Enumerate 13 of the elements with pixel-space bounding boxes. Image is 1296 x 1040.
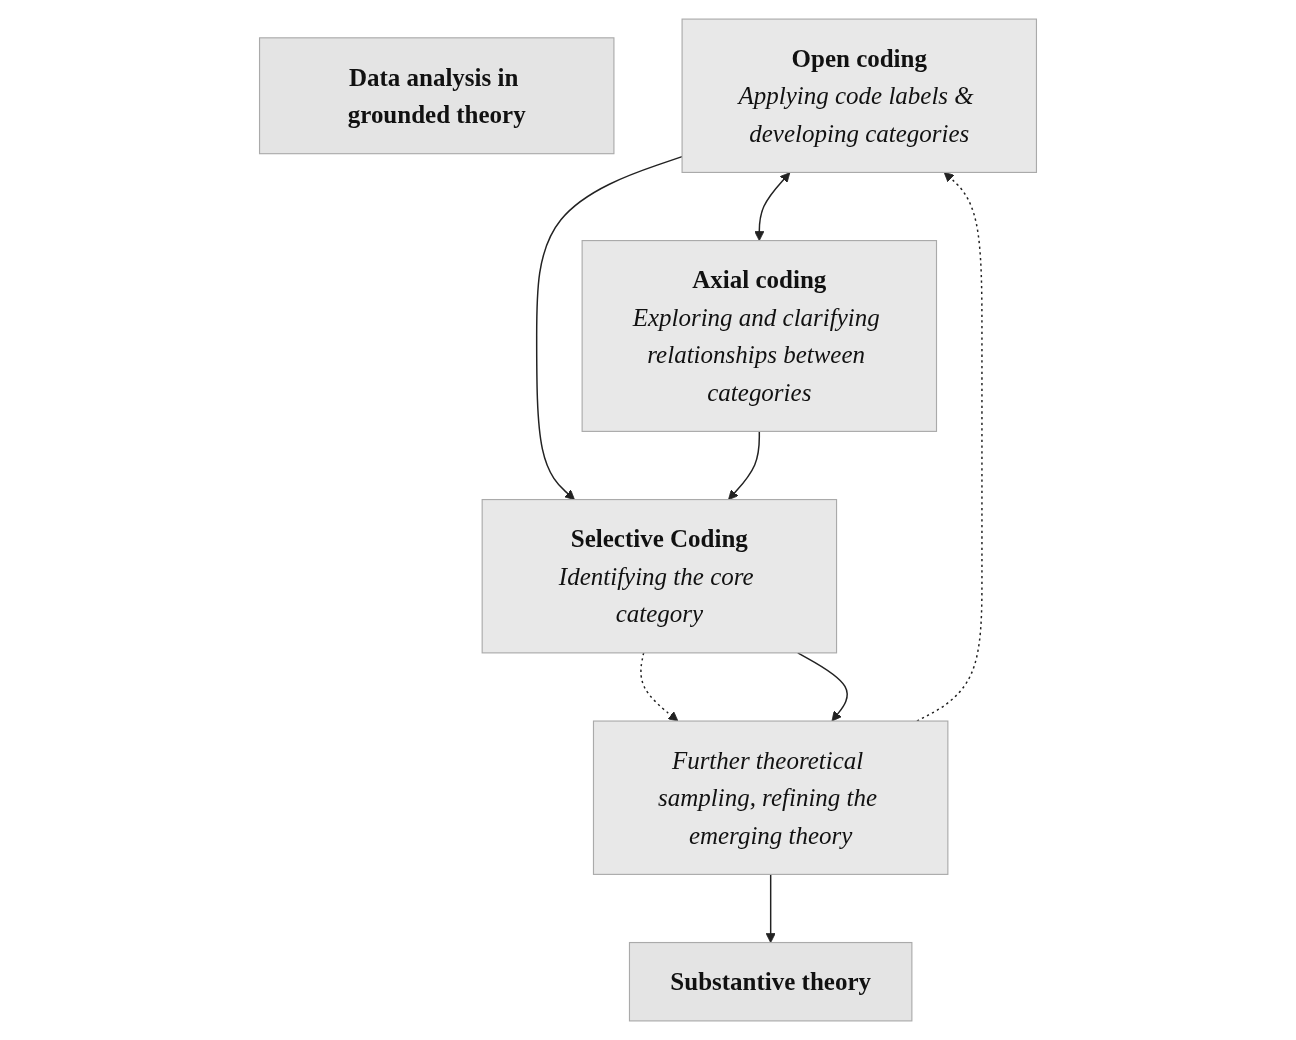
node-box: Further theoretical sampling, refining the emerging theory	[592, 720, 949, 875]
arrow	[640, 652, 679, 722]
arrow	[765, 873, 776, 943]
node-box: Axial coding Exploring and clarifying relationships between categories	[581, 240, 938, 432]
arrow	[916, 171, 983, 722]
node-box: Substantive theory	[628, 941, 913, 1022]
arrow	[797, 652, 848, 722]
arrow	[754, 172, 791, 242]
arrow	[535, 155, 683, 500]
node-box: Data analysis in grounded theory	[258, 37, 615, 155]
node-box: Selective Coding Identifying the core category	[481, 499, 838, 654]
arrow	[728, 430, 761, 500]
node-box: Open coding Applying code labels & developing categories	[681, 18, 1038, 173]
